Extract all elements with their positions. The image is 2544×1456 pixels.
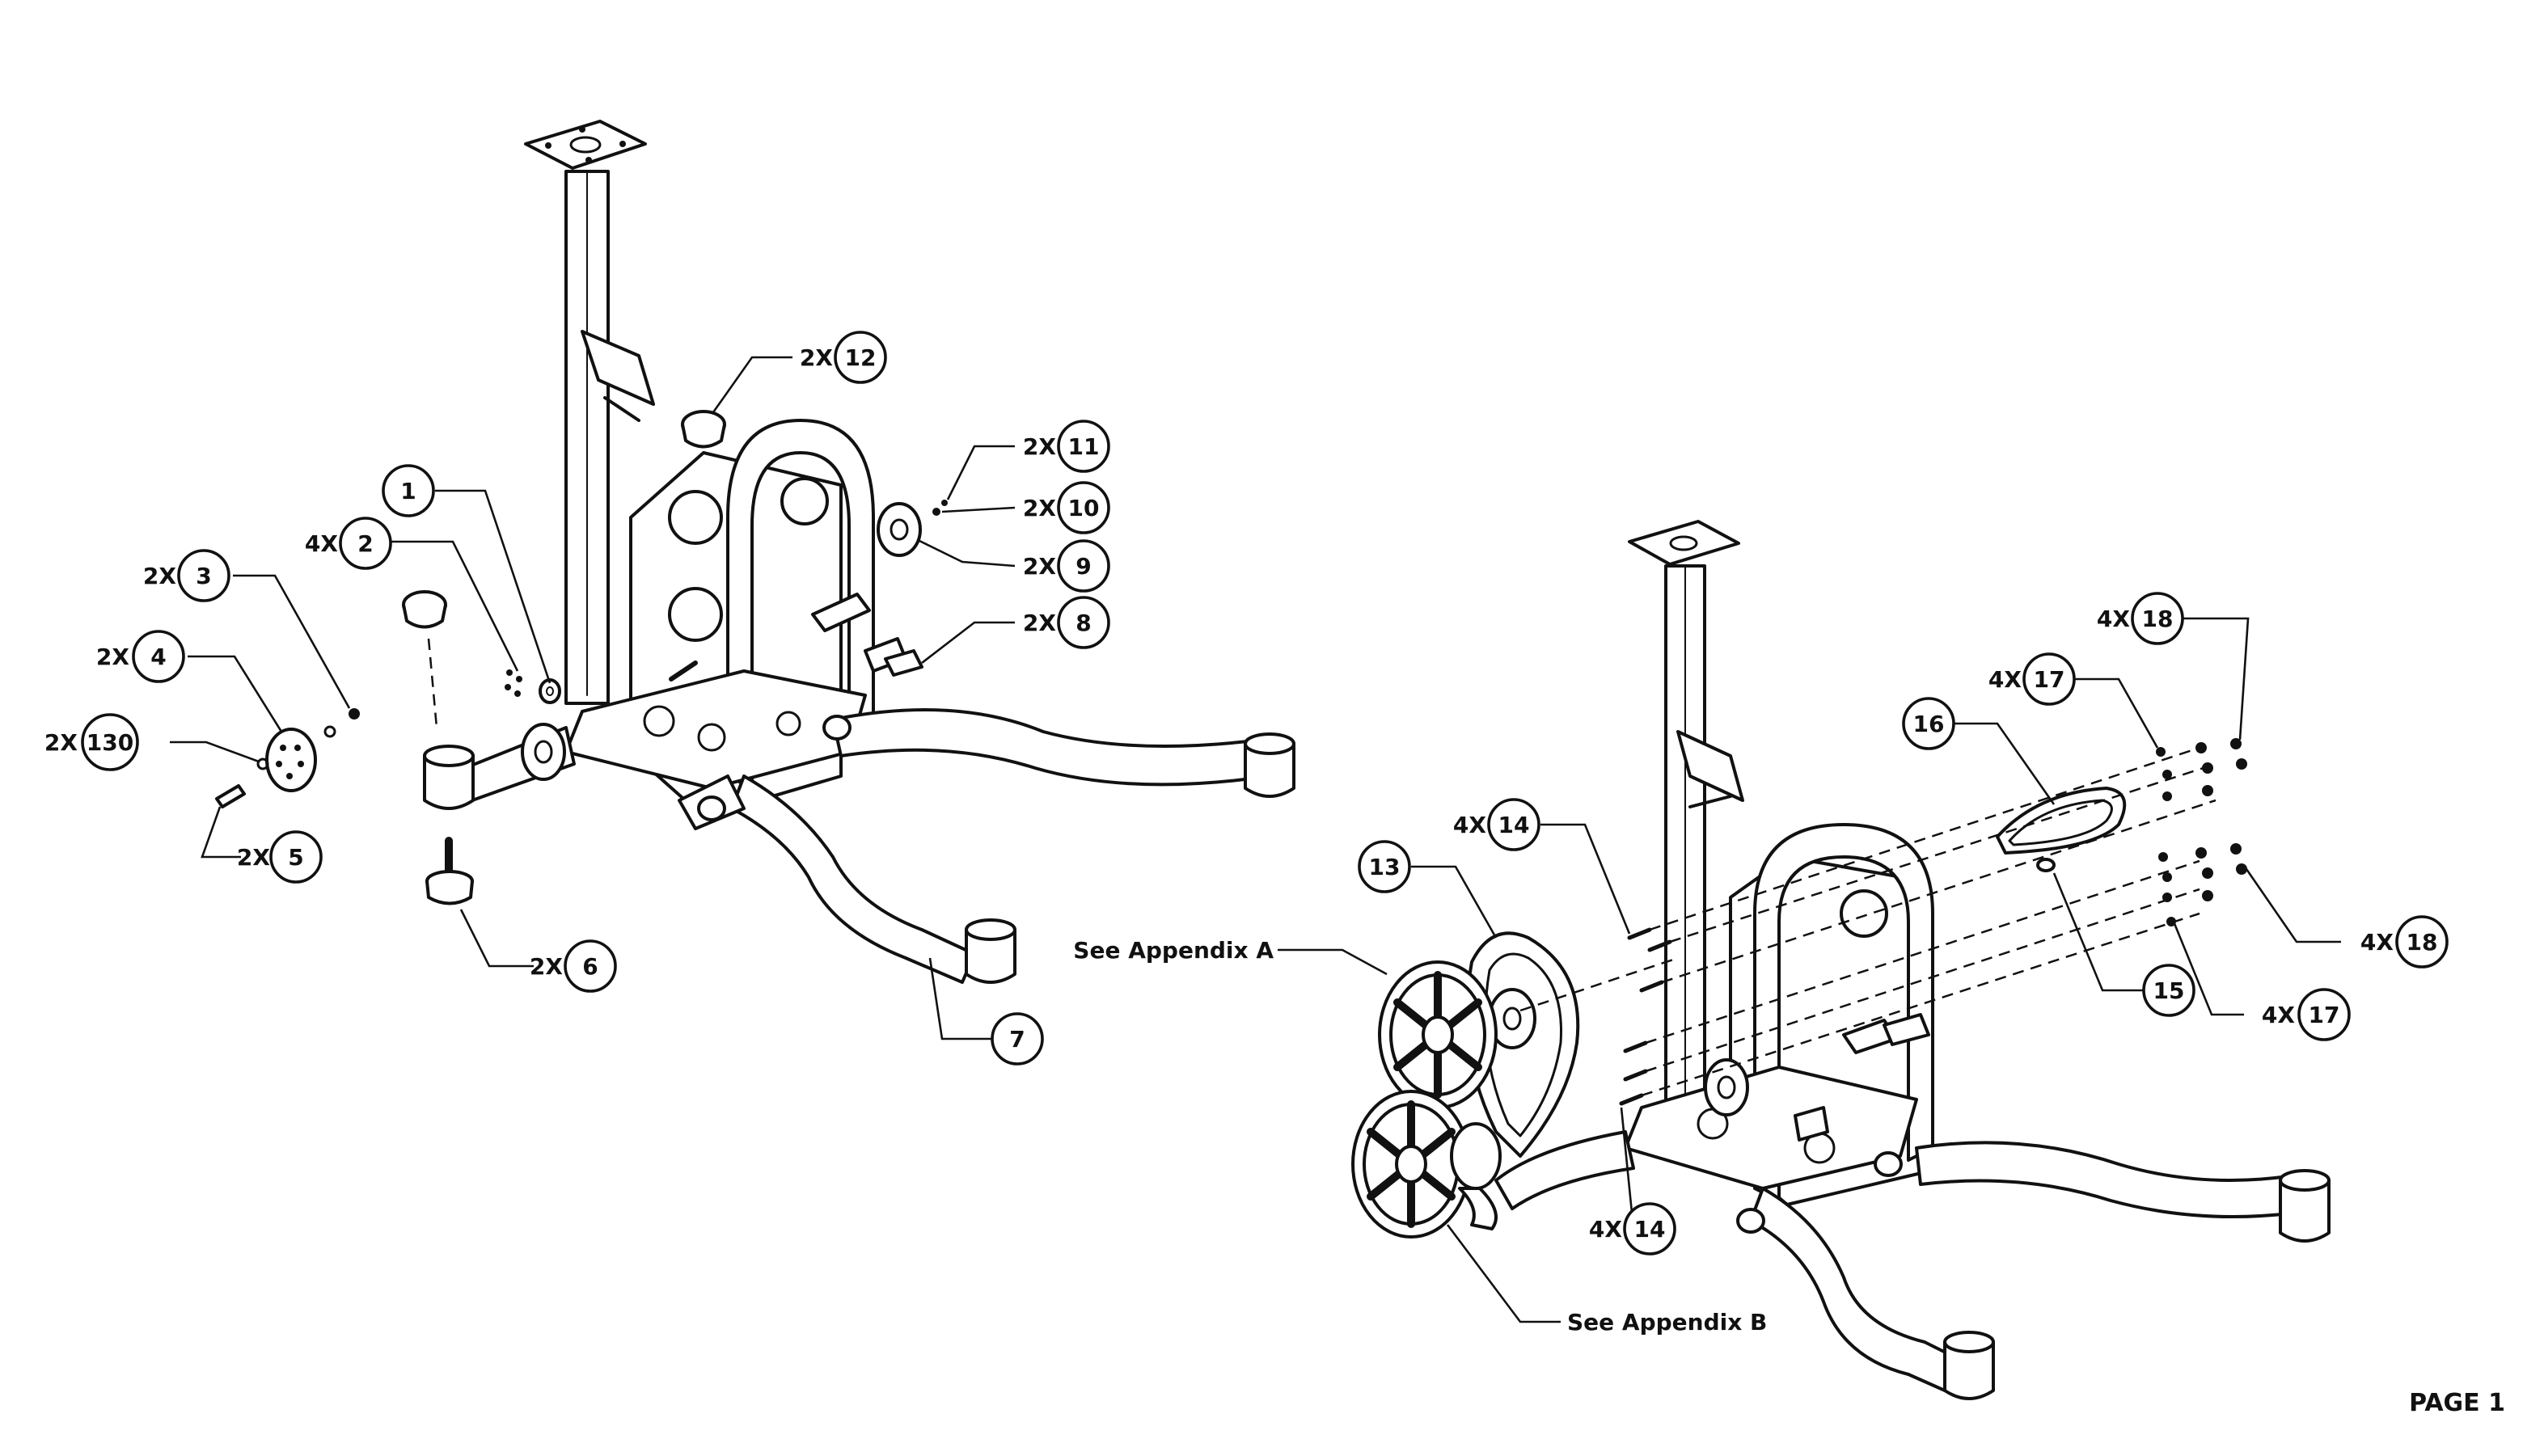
svg-text:4: 4 [150, 644, 166, 670]
part-5-bolt [215, 784, 246, 808]
svg-text:7: 7 [1009, 1026, 1025, 1053]
part-3-nut [349, 708, 360, 720]
callout-14-upper: 4X 14 [1453, 798, 1540, 851]
callout-16: 16 [1902, 697, 1955, 750]
leader-lines [170, 356, 2341, 1323]
left-mast [524, 120, 655, 705]
left-frame-wheel [521, 723, 566, 781]
part-10-washer [932, 508, 940, 516]
callout-10: 2X 10 [1023, 481, 1110, 534]
appendix-a-wheel [1378, 960, 1498, 1109]
callout-8: 2X 8 [1023, 596, 1110, 649]
part-9-pulley [877, 502, 922, 557]
svg-text:2X: 2X [800, 344, 833, 371]
left-tube-legs [425, 708, 1271, 984]
part-14-bolts-upper [1627, 927, 1672, 993]
callout-18-lower: 4X 18 [2360, 915, 2449, 969]
svg-text:2X: 2X [1023, 553, 1056, 580]
callout-15: 15 [2142, 964, 2195, 1017]
callout-6: 2X 6 [530, 939, 617, 993]
svg-text:2X: 2X [237, 844, 270, 871]
part-1-plate [539, 678, 561, 704]
svg-text:17: 17 [2034, 666, 2065, 693]
svg-text:130: 130 [87, 729, 133, 756]
callout-4: 2X 4 [96, 630, 185, 683]
part-15-washer [2036, 858, 2056, 872]
svg-text:10: 10 [1068, 495, 1100, 521]
svg-text:4X: 4X [2262, 1002, 2295, 1028]
part-2-screws [505, 669, 522, 697]
svg-text:2X: 2X [44, 729, 78, 756]
svg-text:4X: 4X [1988, 666, 2022, 693]
svg-text:3: 3 [196, 563, 211, 589]
svg-text:4X: 4X [2360, 929, 2394, 956]
svg-text:9: 9 [1075, 553, 1091, 580]
callout-12: 2X 12 [800, 331, 887, 384]
part-4-hub [265, 728, 317, 792]
svg-text:16: 16 [1913, 711, 1945, 737]
appendix-b-reference: See Appendix B [1567, 1309, 1767, 1336]
callout-130: 2X 130 [44, 713, 139, 771]
callout-3: 2X 3 [143, 549, 230, 602]
part-6-leveling-foot [425, 837, 474, 905]
svg-text:18: 18 [2142, 606, 2174, 632]
right-mast [1628, 520, 1744, 1125]
callout-13: 13 [1358, 840, 1411, 893]
page-label: PAGE 1 [2409, 1389, 2505, 1417]
svg-text:5: 5 [288, 844, 303, 871]
svg-text:2X: 2X [1023, 433, 1056, 460]
callout-18-upper: 4X 18 [2097, 592, 2184, 645]
left-leg-caps [423, 732, 1295, 984]
svg-text:14: 14 [1634, 1216, 1666, 1243]
svg-text:6: 6 [582, 953, 598, 980]
svg-text:13: 13 [1369, 854, 1401, 880]
svg-text:2X: 2X [143, 563, 176, 589]
callout-11: 2X 11 [1023, 420, 1110, 473]
svg-text:4X: 4X [2097, 606, 2130, 632]
appendix-a-reference: See Appendix A [1073, 937, 1274, 964]
part-12-cap [681, 410, 726, 449]
callout-17-upper: 4X 17 [1988, 652, 2076, 706]
svg-text:2X: 2X [96, 644, 129, 670]
svg-text:4X: 4X [1589, 1216, 1622, 1243]
left-frame-assembly [215, 120, 1295, 984]
svg-text:8: 8 [1075, 610, 1091, 636]
part-8-foot [884, 649, 923, 677]
callout-17-lower: 4X 17 [2262, 988, 2351, 1041]
part-16-guard [1996, 787, 2127, 855]
part-cap-mid [402, 590, 447, 629]
svg-text:17: 17 [2309, 1002, 2340, 1028]
part-17-18-hardware [2156, 738, 2247, 926]
svg-text:1: 1 [400, 478, 416, 504]
svg-text:2X: 2X [1023, 495, 1056, 521]
svg-text:4X: 4X [1453, 812, 1486, 838]
callout-2: 4X 2 [305, 517, 392, 570]
svg-text:2X: 2X [530, 953, 563, 980]
appendix-b-wheel [1351, 1090, 1502, 1239]
right-frame-assembly [1351, 520, 2331, 1400]
svg-text:2X: 2X [1023, 610, 1056, 636]
callout-5: 2X 5 [237, 830, 323, 884]
part-11-bolt [941, 500, 948, 506]
svg-text:4X: 4X [305, 530, 338, 557]
svg-text:15: 15 [2153, 977, 2185, 1004]
svg-text:2: 2 [357, 530, 373, 557]
svg-text:14: 14 [1498, 812, 1530, 838]
callout-7: 7 [991, 1012, 1044, 1066]
callout-14-lower: 4X 14 [1589, 1202, 1676, 1256]
svg-text:18: 18 [2407, 929, 2438, 956]
svg-text:11: 11 [1068, 433, 1100, 460]
callout-1: 1 [382, 464, 435, 517]
svg-text:12: 12 [845, 344, 877, 371]
part-14-bolts-lower [1619, 1040, 1648, 1106]
callout-9: 2X 9 [1023, 539, 1110, 593]
